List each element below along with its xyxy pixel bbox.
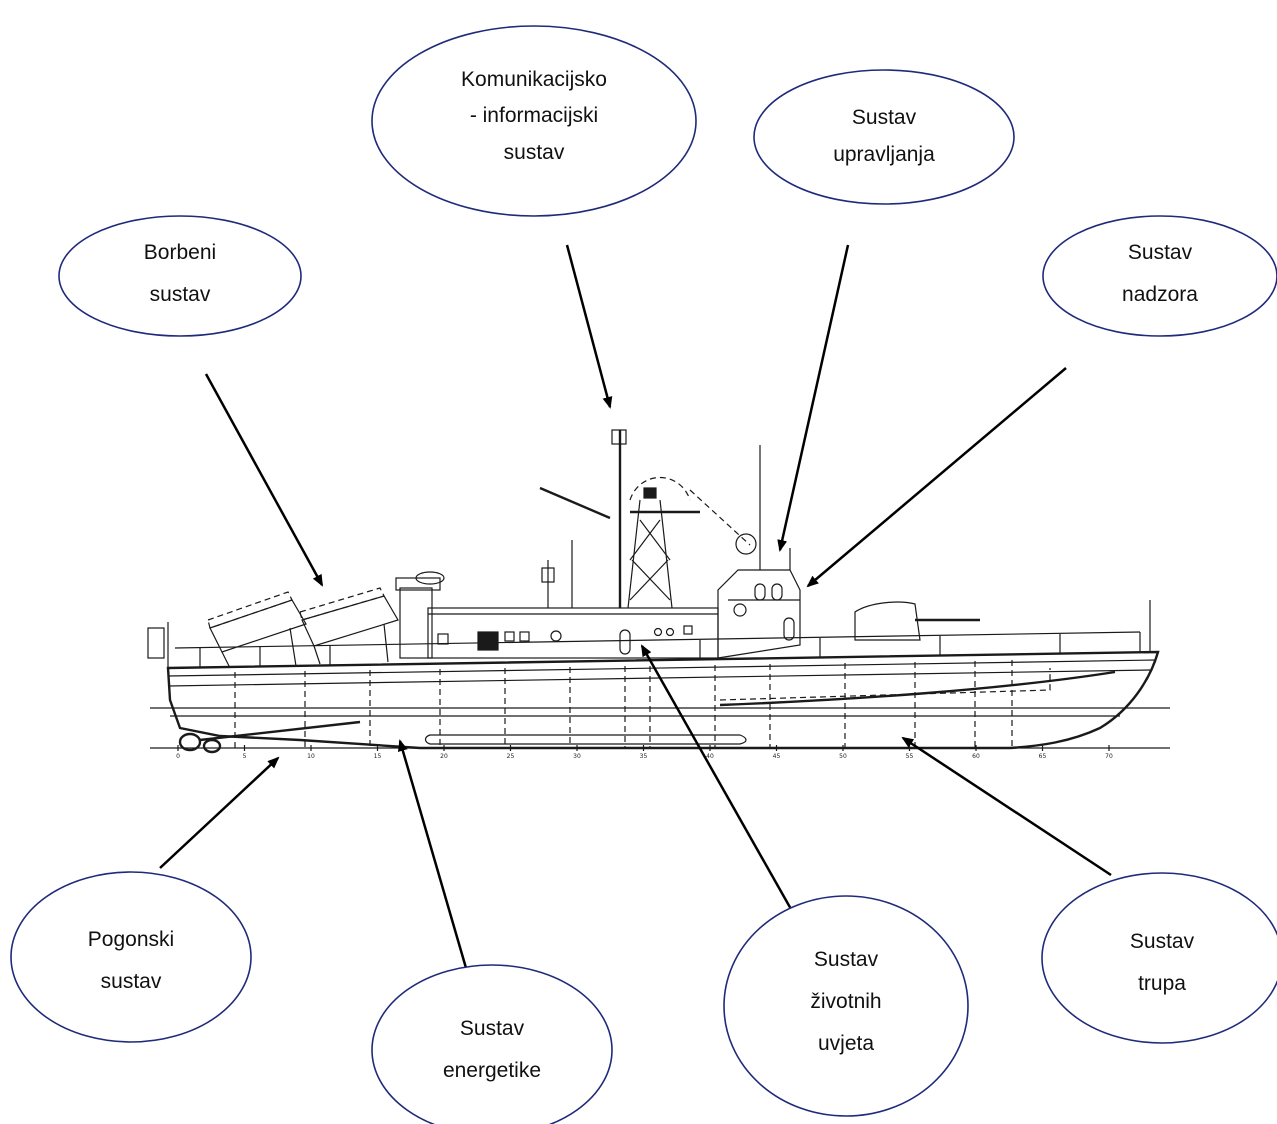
scale-ticks: 0 5 10 15 20 25 30 35 40 45 50 55 60 65 70 <box>176 745 1113 760</box>
secondary-mast-box <box>541 567 555 583</box>
bubble-nadzora-line-2: nadzora <box>1122 283 1198 306</box>
bubble-borbeni: Borbeni sustav <box>58 215 302 337</box>
mast-yard-arm <box>539 486 611 520</box>
stern-flag <box>147 627 165 659</box>
bubble-borbeni-line-2: sustav <box>150 283 211 306</box>
bubble-trupa-line-2: trupa <box>1138 972 1186 995</box>
bubble-trupa-line-1: Sustav <box>1130 930 1195 953</box>
arrow-nadzora <box>806 367 1067 588</box>
bubble-komunikacijsko-line-1: Komunikacijsko <box>461 68 607 91</box>
bubble-pogonski-line-2: sustav <box>101 970 162 993</box>
bubble-trupa-shape <box>1041 872 1277 1044</box>
superstructure <box>427 607 719 659</box>
bubble-zivotnih-line-2: životnih <box>810 990 881 1013</box>
bubble-zivotnih: Sustav životnih uvjeta <box>723 895 969 1117</box>
arrow-energetike <box>397 739 468 969</box>
scale-tick-label: 70 <box>1105 753 1113 760</box>
deck-line <box>167 659 1157 677</box>
arrow-borbeni <box>204 373 324 587</box>
bubble-komunikacijsko: Komunikacijsko - informacijski sustav <box>371 25 697 217</box>
bubble-komunikacijsko-line-2: - informacijski <box>470 104 598 127</box>
arrow-komunikacijsko <box>565 244 613 409</box>
bubble-borbeni-line-1: Borbeni <box>144 241 216 264</box>
scale-tick-label: 50 <box>839 753 847 760</box>
bridge-window-1 <box>754 583 766 601</box>
arrow-zivotnih <box>640 644 802 926</box>
bubble-zivotnih-line-3: uvjeta <box>818 1032 874 1055</box>
bubble-borbeni-shape <box>58 215 302 337</box>
arrow-trupa <box>901 736 1112 877</box>
bubble-upravljanja: Sustav upravljanja <box>753 69 1015 205</box>
scale-tick-label: 20 <box>440 753 448 760</box>
scale-tick-label: 25 <box>507 753 515 760</box>
lattice-mast <box>539 429 751 609</box>
bubble-nadzora-shape <box>1042 215 1277 337</box>
radar-dish-arc <box>629 477 691 501</box>
bubble-nadzora: Sustav nadzora <box>1042 215 1277 337</box>
scale-tick-label: 10 <box>307 753 315 760</box>
bubble-nadzora-line-1: Sustav <box>1128 241 1193 264</box>
aft-tower-top <box>395 577 441 591</box>
scale-tick-label: 30 <box>573 753 581 760</box>
bubble-energetike-line-2: energetike <box>443 1059 541 1082</box>
arrow-pogonski <box>159 756 280 869</box>
scale-tick-label: 60 <box>972 753 980 760</box>
bridge-window-2 <box>771 583 783 601</box>
deck-railing <box>174 631 1141 649</box>
bubble-zivotnih-line-1: Sustav <box>814 948 879 971</box>
propeller-shaft <box>199 720 361 742</box>
scale-tick-label: 45 <box>773 753 781 760</box>
scale-tick-label: 40 <box>706 753 714 760</box>
mast-platform <box>643 487 657 499</box>
scale-tick-label: 35 <box>640 753 648 760</box>
portholes <box>437 625 693 655</box>
bubble-upravljanja-shape <box>753 69 1015 205</box>
keel-fairing <box>424 734 747 745</box>
scale-tick-label: 0 <box>176 753 180 760</box>
bridge-porthole <box>733 603 747 617</box>
railing-posts <box>199 632 1141 668</box>
dashed-compartment <box>719 668 1051 701</box>
aft-tower <box>399 587 433 659</box>
bubble-upravljanja-line-2: upravljanja <box>833 143 935 166</box>
arrows <box>159 244 1112 969</box>
scale-tick-label: 55 <box>906 753 914 760</box>
bubble-energetike-line-1: Sustav <box>460 1017 525 1040</box>
bubble-upravljanja-line-1: Sustav <box>852 106 917 129</box>
bubble-energetike-shape <box>371 964 613 1124</box>
bubble-pogonski: Pogonski sustav <box>10 871 252 1043</box>
bridge-door <box>783 617 795 641</box>
frame-lines <box>234 660 1013 748</box>
bubble-pogonski-shape <box>10 871 252 1043</box>
bubble-zivotnih-shape <box>723 895 969 1117</box>
propeller <box>178 732 202 752</box>
arrow-upravljanja <box>777 244 850 552</box>
missile-launcher-fwd <box>299 587 399 665</box>
bubble-trupa: Sustav trupa <box>1041 872 1277 1044</box>
bridge <box>717 569 801 659</box>
radar-dashed-link <box>689 489 751 546</box>
bubble-komunikacijsko-line-3: sustav <box>504 141 565 164</box>
scale-tick-label: 15 <box>374 753 382 760</box>
bridge-sensor <box>735 533 757 555</box>
bubble-energetike: Sustav energetike <box>371 964 613 1124</box>
ship-side-view: 0 5 10 15 20 25 30 35 40 45 50 55 60 65 70 <box>147 429 1170 760</box>
chine-line <box>719 670 1116 707</box>
scale-tick-label: 65 <box>1039 753 1047 760</box>
forward-gun-turret <box>854 601 921 641</box>
scale-tick-label: 5 <box>243 753 247 760</box>
bubble-pogonski-line-1: Pogonski <box>88 928 174 951</box>
hull-outline <box>166 650 1160 750</box>
rudder <box>202 738 222 754</box>
aft-gun-dome <box>415 571 445 585</box>
mast-top-radar <box>611 429 627 445</box>
bubble-komunikacijsko-shape <box>371 25 697 217</box>
missile-launcher-aft <box>207 591 307 669</box>
